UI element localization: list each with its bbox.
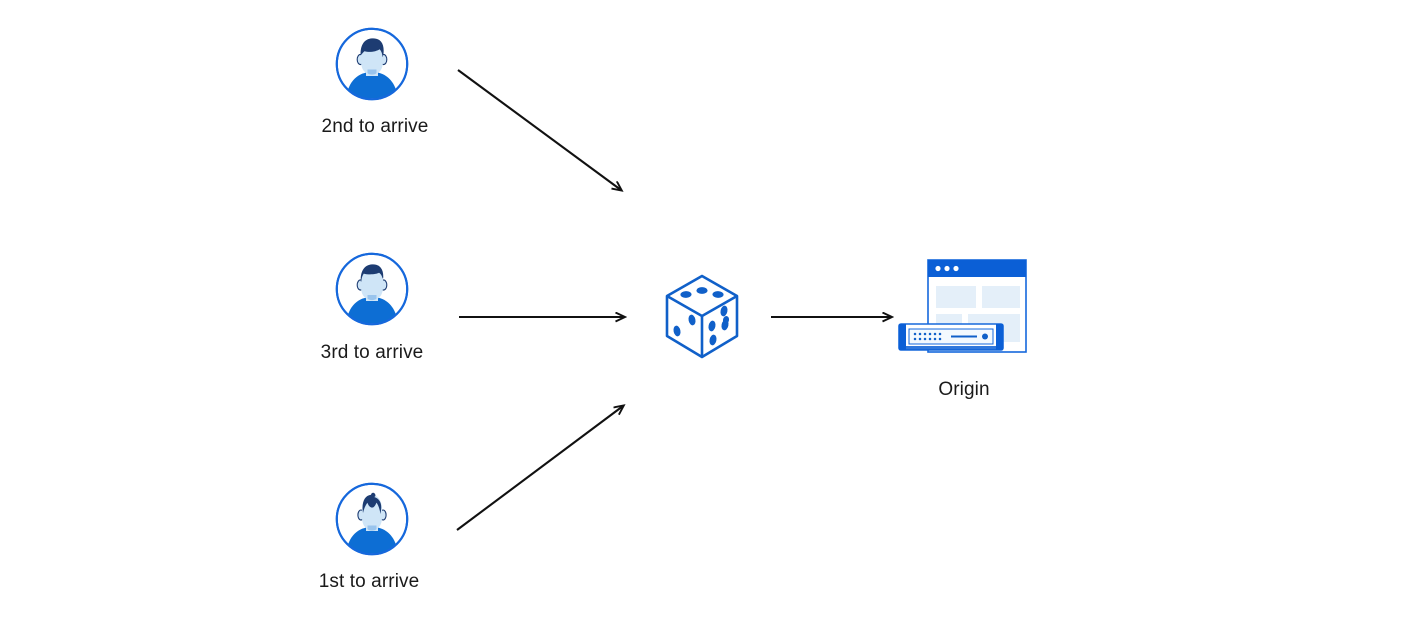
user-avatar-icon <box>335 27 409 101</box>
avatar-visitor-1st[interactable] <box>334 481 410 557</box>
label-visitor-1st: 1st to arrive <box>318 571 420 592</box>
dice-randomizer[interactable] <box>662 272 742 362</box>
origin-server[interactable] <box>896 256 1032 358</box>
arrow-visitor2-to-dice <box>457 69 621 190</box>
label-visitor-3rd: 3rd to arrive <box>320 342 424 363</box>
user-avatar-icon <box>335 482 409 556</box>
avatar-visitor-2nd[interactable] <box>334 26 410 102</box>
origin-server-icon <box>898 259 1027 353</box>
arrow-visitor1-to-dice <box>456 406 623 531</box>
label-visitor-2nd: 2nd to arrive <box>321 116 429 137</box>
label-origin: Origin <box>938 379 990 400</box>
user-avatar-icon <box>335 252 409 326</box>
dice-icon <box>665 274 739 359</box>
avatar-visitor-3rd[interactable] <box>334 251 410 327</box>
